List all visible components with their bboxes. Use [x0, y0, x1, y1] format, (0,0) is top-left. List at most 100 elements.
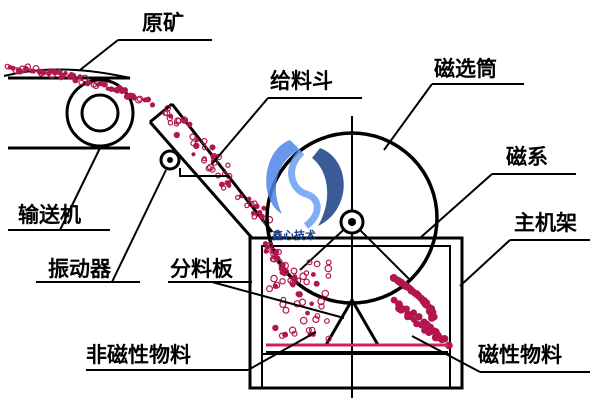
label-feed-hopper: 给料斗	[270, 69, 333, 93]
ore-particle	[10, 65, 16, 71]
label-splitter-plate: 分料板	[170, 257, 234, 281]
ore-particle	[266, 285, 274, 293]
ore-particle	[292, 274, 298, 280]
ore-particle	[32, 64, 40, 72]
ore-particle	[312, 315, 320, 323]
logo-right-swoosh	[312, 148, 344, 226]
label-raw-ore: 原矿	[142, 11, 184, 35]
vibrator	[159, 149, 228, 177]
leader-magnetic-diag	[411, 335, 481, 373]
ore-particle	[273, 281, 281, 289]
ore-particle	[428, 314, 436, 322]
logo-left-swoosh	[266, 140, 300, 214]
ore-particle	[206, 163, 215, 171]
ore-particle	[324, 264, 333, 273]
ore-particle	[403, 305, 410, 312]
ore-particle	[321, 289, 330, 298]
watermark-text: 鑫心技术	[271, 228, 316, 242]
ore-particle	[235, 194, 241, 201]
drum-shaft-center	[348, 218, 356, 226]
ore-particle	[325, 259, 332, 266]
ore-particle	[390, 296, 398, 304]
nonmagnetic-material-particles	[266, 259, 333, 342]
label-magnetic-drum: 磁选筒	[434, 57, 497, 81]
ore-particle	[303, 278, 310, 286]
ore-particle	[257, 210, 263, 215]
ore-particle	[261, 205, 267, 211]
raw-ore-stream	[4, 63, 156, 108]
ore-particle	[283, 268, 290, 275]
ore-particle	[279, 278, 286, 285]
ore-particle	[187, 121, 193, 128]
hopper-top-edge	[149, 102, 173, 124]
ore-particle	[201, 156, 207, 162]
ore-particle	[182, 118, 188, 124]
vibrator-bracket	[179, 168, 228, 177]
leader-vibrator-diag	[111, 169, 167, 283]
leader-splitter-plate-diag	[211, 281, 345, 319]
ore-particle	[309, 301, 315, 307]
ore-particle	[31, 69, 36, 74]
conveyor	[3, 68, 135, 150]
ore-particle	[174, 117, 182, 125]
ore-particle	[194, 137, 200, 143]
ore-particle	[191, 152, 196, 157]
ore-particle	[248, 200, 255, 208]
ore-particle	[324, 318, 330, 324]
ore-particle	[86, 80, 92, 86]
hopper-upper-edge	[148, 121, 254, 239]
ore-particle	[309, 326, 316, 334]
leader-nonmagnetic-diag	[247, 331, 317, 371]
ore-particle	[72, 77, 79, 84]
ore-particle	[276, 258, 283, 265]
leader-feed-hopper-diag	[211, 97, 269, 165]
conveyor-pulley-outer	[65, 78, 135, 148]
ore-particle	[209, 144, 216, 151]
ore-particle	[299, 272, 307, 281]
label-main-frame: 主机架	[514, 211, 577, 235]
vibrator-shaft	[167, 157, 173, 163]
ore-particle	[258, 213, 265, 220]
ore-particle	[282, 331, 289, 338]
ore-particle	[295, 291, 302, 297]
ore-particle	[81, 74, 89, 83]
ore-particle	[167, 120, 174, 126]
ore-particle	[205, 165, 212, 172]
ore-particle	[313, 280, 320, 287]
ore-particle	[305, 310, 310, 316]
ore-particle	[201, 157, 208, 164]
magnetic-drum	[265, 131, 439, 305]
ore-particle	[262, 241, 268, 247]
ore-particle	[272, 324, 279, 332]
logo-s-mark	[288, 149, 321, 229]
ore-particle	[291, 330, 298, 337]
label-magnetic-material: 磁性物料	[478, 343, 562, 367]
ore-particle	[51, 69, 58, 76]
leader-lines	[8, 39, 590, 373]
ore-particle	[145, 96, 152, 103]
ore-particle	[441, 335, 449, 343]
ore-particle	[270, 247, 277, 254]
ore-particle	[295, 277, 302, 284]
ore-particle	[290, 267, 298, 275]
ore-particle	[135, 96, 143, 104]
ore-particle	[298, 298, 307, 306]
leader-conveyor-diag	[59, 147, 101, 231]
ore-particle	[201, 137, 208, 145]
ore-particle	[264, 245, 271, 252]
ore-particle	[281, 261, 289, 270]
ore-particle	[254, 203, 260, 209]
magnetic-material-particles	[389, 274, 453, 350]
main-frame	[248, 236, 464, 390]
ore-particle	[397, 305, 405, 314]
ore-particle	[317, 297, 325, 306]
ore-particle	[122, 87, 128, 94]
drum-shell	[265, 131, 439, 305]
ore-particle	[269, 256, 277, 263]
ore-particle	[189, 133, 196, 141]
ore-particle	[305, 327, 312, 334]
ore-particle	[306, 259, 313, 266]
ore-particle	[225, 162, 231, 168]
ore-particle	[78, 79, 85, 86]
